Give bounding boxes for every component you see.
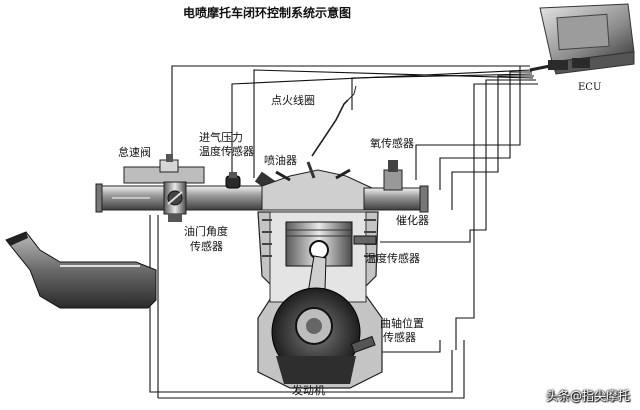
ignition-coil-label: 点火线圈 (271, 94, 315, 107)
throttle-sensor-label-2: 传感器 (190, 240, 223, 253)
throttle-body (163, 181, 187, 222)
idle-valve (123, 154, 205, 184)
watermark: 头条@指尖摩托 (545, 389, 630, 403)
exhaust-pipe (363, 160, 429, 213)
engine-label: 发动机 (292, 384, 325, 397)
injector-label: 喷油器 (264, 154, 297, 167)
crank-sensor-label-2: 传感器 (383, 331, 416, 344)
intake-sensor-label-1: 进气压力 (199, 131, 243, 144)
ecu-unit (529, 3, 635, 75)
crank-sensor-label-1: 曲轴位置 (380, 317, 424, 330)
fuel-tank (5, 231, 157, 309)
intake-sensor-label-2: 温度传感器 (199, 145, 254, 158)
throttle-sensor-label-1: 油门角度 (184, 225, 228, 238)
ecu-label: ECU (578, 82, 602, 93)
oxygen-sensor-label: 氧传感器 (370, 137, 414, 150)
engine-block (257, 211, 383, 389)
catalyst-label: 催化器 (396, 214, 429, 227)
idle-valve-label: 怠速阀 (118, 146, 151, 159)
temp-sensor-label: 温度传感器 (365, 252, 420, 265)
intake-pressure-sensor (225, 172, 241, 189)
diagram-title: 电喷摩托车闭环控制系统示意图 (183, 6, 352, 20)
cylinder-head (261, 85, 373, 211)
